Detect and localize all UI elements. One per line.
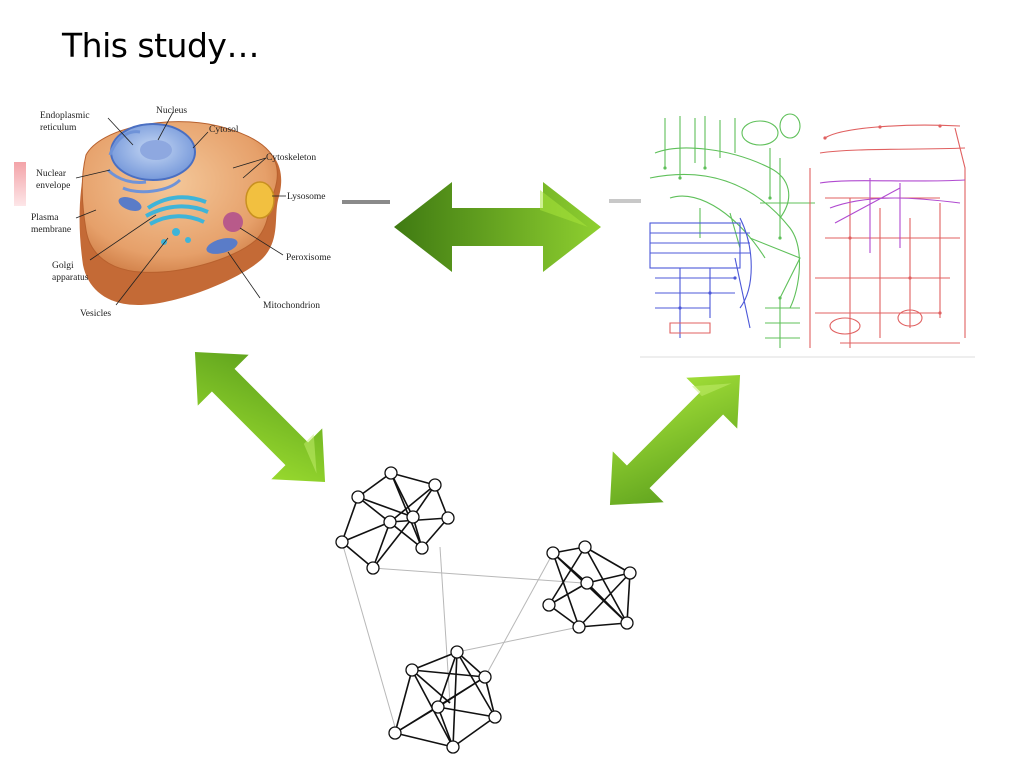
label-reticulum: reticulum — [40, 123, 77, 133]
label-apparatus: apparatus — [52, 273, 89, 283]
label-vesicles: Vesicles — [80, 309, 111, 319]
double-arrow-diagonal-left — [185, 345, 335, 490]
cell-illustration: Endoplasmic reticulum Nucleus Cytosol Cy… — [31, 106, 331, 319]
label-golgi: Golgi — [52, 261, 74, 271]
label-peroxisome: Peroxisome — [286, 253, 331, 263]
double-arrow-diagonal-right — [600, 368, 750, 513]
label-plasma: Plasma — [31, 213, 59, 223]
label-cytoskeleton: Cytoskeleton — [266, 153, 316, 163]
connector-dash-right — [609, 199, 641, 203]
network-graph — [325, 455, 655, 760]
label-nuclear: Nuclear — [36, 169, 67, 179]
cell-diagram: Endoplasmic reticulum Nucleus Cytosol Cy… — [28, 100, 348, 325]
label-endoplasmic: Endoplasmic — [40, 111, 90, 121]
label-lysosome: Lysosome — [287, 192, 326, 202]
slide-title: This study… — [62, 26, 259, 65]
label-nucleus: Nucleus — [156, 106, 187, 116]
label-cytosol: Cytosol — [209, 125, 239, 135]
label-envelope: envelope — [36, 181, 70, 191]
accent-bar — [14, 162, 26, 206]
double-arrow-horizontal — [390, 178, 605, 276]
label-mitochondrion: Mitochondrion — [263, 301, 320, 311]
label-membrane: membrane — [31, 225, 71, 235]
connector-dash-left — [342, 200, 390, 204]
metabolic-pathway-map — [640, 108, 975, 358]
